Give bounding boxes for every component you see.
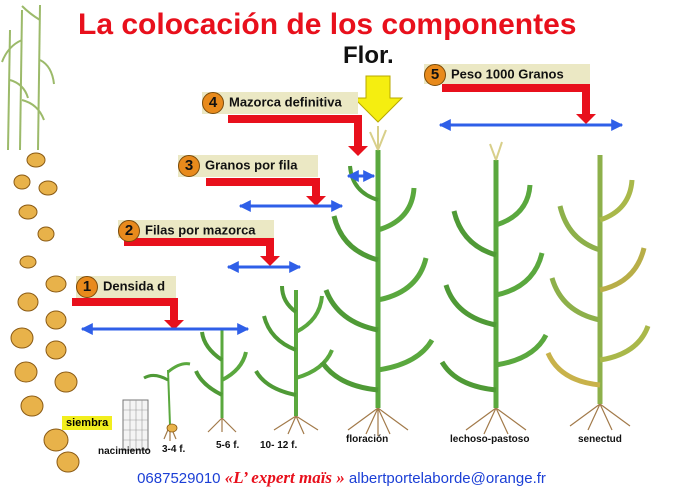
component-label: Densida d: [103, 278, 166, 294]
number-badge: 3: [178, 155, 200, 177]
corn-stalks-left: [1, 4, 55, 151]
kernels-decoration: [10, 152, 80, 473]
stage-floracion: floración: [346, 434, 389, 445]
plant-3-4f: [143, 362, 191, 433]
footer: 0687529010 «L’ expert maïs » albertporte…: [0, 468, 683, 488]
stage-senectud: senectud: [578, 434, 622, 445]
component-label: Granos por fila: [205, 157, 298, 173]
component-box-3: 3 Granos por fila: [178, 155, 318, 177]
stage-5-6f: 5-6 f.: [216, 440, 240, 451]
number-badge: 5: [424, 64, 446, 86]
stage-nacimiento: nacimiento: [98, 446, 151, 457]
plant-lechoso: [439, 141, 549, 408]
footer-phone: 0687529010: [137, 470, 221, 487]
plant-senectud: [545, 155, 651, 404]
flor-label: Flor.: [343, 42, 394, 69]
red-arrows: [72, 84, 596, 330]
footer-brand-open: «: [224, 468, 234, 487]
component-box-4: 4 Mazorca definitiva: [202, 92, 358, 114]
footer-brand: L’ expert maïs: [233, 468, 333, 487]
seed-tray: [122, 399, 149, 451]
component-label: Filas por mazorca: [145, 222, 256, 238]
flor-arrow: [352, 75, 404, 123]
number-badge: 4: [202, 92, 224, 114]
stage-siembra: siembra: [62, 416, 113, 430]
component-label: Mazorca definitiva: [229, 94, 342, 110]
component-box-2: 2 Filas por mazorca: [118, 220, 274, 242]
stage-lechoso-pastoso: lechoso-pastoso: [450, 434, 530, 445]
plant-floracion: [319, 126, 435, 408]
plant-5-6f: [194, 330, 248, 418]
blue-arrows: [80, 119, 624, 335]
number-badge: 1: [76, 276, 98, 298]
footer-email: albertportelaborde@orange.fr: [348, 470, 546, 487]
roots: [163, 403, 631, 441]
component-box-5: 5 Peso 1000 Granos: [424, 64, 590, 86]
component-label: Peso 1000 Granos: [451, 66, 564, 82]
component-box-1: 1 Densida d: [76, 276, 176, 298]
footer-brand-close: »: [336, 468, 345, 487]
plant-10-12f: [254, 285, 334, 416]
stage-3-4f: 3-4 f.: [162, 444, 186, 455]
stage-10-12f: 10- 12 f.: [260, 440, 298, 451]
number-badge: 2: [118, 220, 140, 242]
slide-title: La colocación de los componentes: [78, 8, 577, 41]
